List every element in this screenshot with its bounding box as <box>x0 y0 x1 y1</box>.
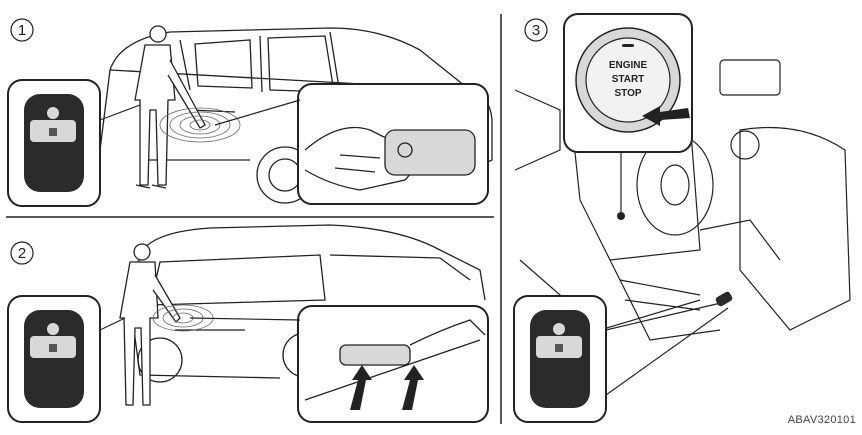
leader-line <box>100 318 125 330</box>
panel-2: 2 <box>8 225 488 422</box>
key-fob-icon <box>24 94 84 192</box>
step-3-badge: 3 <box>525 19 547 41</box>
start-label: START <box>612 74 645 85</box>
leader-line <box>190 318 300 320</box>
step-2-badge: 2 <box>11 242 33 264</box>
engine-button-location <box>617 212 625 220</box>
engine-label: ENGINE <box>609 60 648 71</box>
key-in-cabin <box>715 291 734 308</box>
stop-label: STOP <box>614 88 641 99</box>
step-1-number: 1 <box>18 22 26 39</box>
key-fob-icon <box>24 310 84 408</box>
leader-line <box>606 302 725 330</box>
step-2-number: 2 <box>18 245 26 262</box>
lock-icon <box>555 344 563 352</box>
leader-line <box>100 105 140 120</box>
person-standing <box>120 244 180 405</box>
person-standing <box>135 26 205 188</box>
step-3-number: 3 <box>532 22 540 39</box>
lock-icon <box>49 344 57 352</box>
leader-line <box>606 308 728 395</box>
panel-1: 1 <box>8 19 492 206</box>
figure-code: ABAV320101 <box>788 414 856 426</box>
key-fob-icon <box>530 310 590 408</box>
panel-3: 3 ENGINE START STOP <box>514 14 850 422</box>
step-1-badge: 1 <box>11 19 33 41</box>
lock-icon <box>49 128 57 136</box>
